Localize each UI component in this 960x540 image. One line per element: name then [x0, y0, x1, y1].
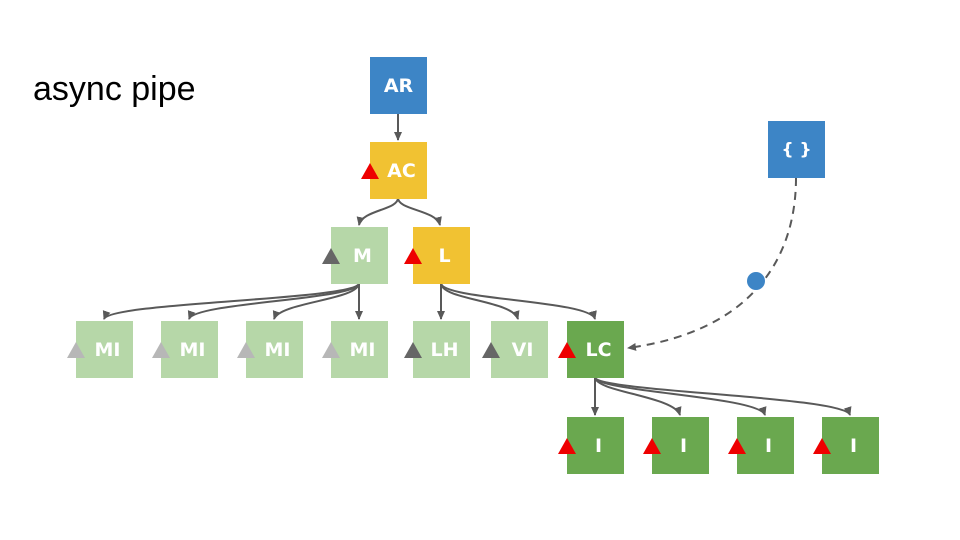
gray-triangle-icon [404, 342, 422, 358]
gray-triangle-icon [482, 342, 500, 358]
edge-m-mi3 [272, 282, 360, 320]
node-label: AR [383, 74, 414, 97]
node-l[interactable]: L [404, 227, 470, 284]
red-triangle-icon [643, 438, 661, 454]
gray-triangle-icon [322, 248, 340, 264]
node-label: I [764, 434, 773, 457]
edge-obj-lc-dashed [627, 177, 797, 351]
node-i-1[interactable]: I [558, 417, 624, 474]
node-mi-2[interactable]: MI [152, 321, 218, 378]
braces-icon: { } [781, 139, 812, 160]
edge-m-mi1 [103, 282, 360, 320]
node-ac[interactable]: AC [361, 142, 427, 199]
edge-m-mi2 [187, 282, 360, 320]
node-label: I [679, 434, 688, 457]
node-label: LC [585, 338, 612, 361]
edge-lc-i4 [594, 376, 852, 416]
light-gray-triangle-icon [237, 342, 255, 358]
waypoint-dot [747, 272, 765, 290]
node-label: I [594, 434, 603, 457]
node-mi-4[interactable]: MI [322, 321, 388, 378]
node-label: I [849, 434, 858, 457]
node-label: AC [387, 159, 416, 182]
light-gray-triangle-icon [152, 342, 170, 358]
node-mi-1[interactable]: MI [67, 321, 133, 378]
red-triangle-icon [558, 342, 576, 358]
slide-title: async pipe [33, 70, 196, 108]
light-gray-triangle-icon [67, 342, 85, 358]
node-i-3[interactable]: I [728, 417, 794, 474]
edge-ac-l [397, 197, 442, 226]
node-object[interactable]: { } [768, 121, 825, 178]
edge-l-lc [440, 282, 597, 320]
node-label: MI [94, 338, 121, 361]
node-label: MI [264, 338, 291, 361]
node-label: VI [511, 338, 534, 361]
red-triangle-icon [361, 163, 379, 179]
red-triangle-icon [813, 438, 831, 454]
red-triangle-icon [558, 438, 576, 454]
node-label: MI [349, 338, 376, 361]
node-i-4[interactable]: I [813, 417, 879, 474]
node-mi-3[interactable]: MI [237, 321, 303, 378]
node-i-2[interactable]: I [643, 417, 709, 474]
light-gray-triangle-icon [322, 342, 340, 358]
node-lh[interactable]: LH [404, 321, 470, 378]
red-triangle-icon [404, 248, 422, 264]
node-label: L [438, 244, 451, 267]
node-vi[interactable]: VI [482, 321, 548, 378]
node-label: M [353, 244, 372, 267]
node-label: MI [179, 338, 206, 361]
node-label: LH [430, 338, 459, 361]
edge-ac-m [356, 197, 399, 226]
edge-lc-i2 [594, 376, 682, 416]
node-lc[interactable]: LC [558, 321, 624, 378]
node-ar[interactable]: AR [370, 57, 427, 114]
node-m[interactable]: M [322, 227, 388, 284]
edge-l-vi [440, 282, 520, 320]
red-triangle-icon [728, 438, 746, 454]
